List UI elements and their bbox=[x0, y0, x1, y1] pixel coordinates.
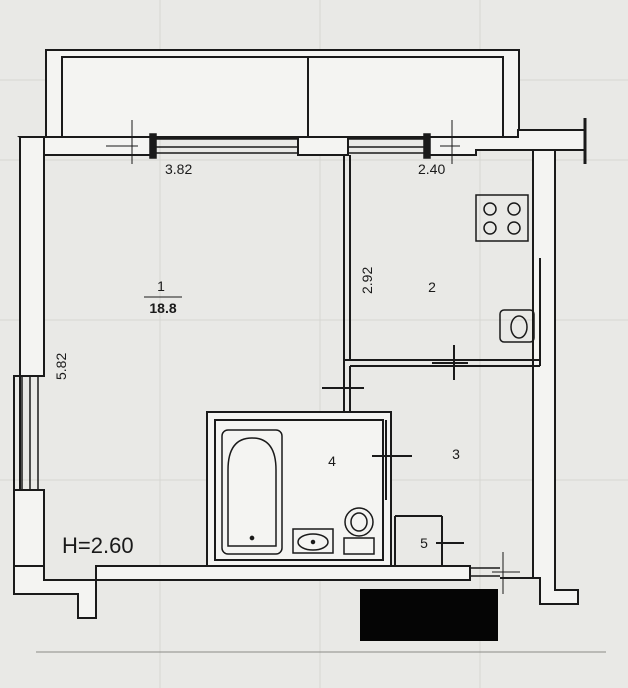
toilet-icon bbox=[343, 507, 375, 555]
room-2-depth-label: 2.92 bbox=[359, 267, 375, 294]
dimension-ticks bbox=[106, 118, 587, 594]
room-2-number: 2 bbox=[428, 279, 436, 295]
room-2-width-label: 2.40 bbox=[418, 161, 445, 177]
room-1-number: 1 bbox=[157, 278, 165, 294]
room-3-number: 3 bbox=[452, 446, 460, 462]
kitchen-sink-icon bbox=[499, 309, 535, 343]
room-1-area: 18.8 bbox=[149, 300, 176, 316]
stove-icon bbox=[475, 194, 529, 242]
ceiling-height-label: H=2.60 bbox=[62, 533, 134, 558]
room-1-width-label: 3.82 bbox=[165, 161, 192, 177]
room-4-number: 4 bbox=[328, 453, 336, 469]
bathtub-icon bbox=[221, 429, 283, 555]
room-5-number: 5 bbox=[420, 535, 428, 551]
outer-walls bbox=[13, 129, 586, 619]
room-1-depth-label: 5.82 bbox=[53, 353, 69, 380]
redaction-box bbox=[360, 589, 498, 641]
interior-walls bbox=[206, 155, 541, 567]
loggia bbox=[45, 49, 520, 139]
sink-icon bbox=[292, 528, 334, 554]
windows bbox=[21, 133, 500, 577]
